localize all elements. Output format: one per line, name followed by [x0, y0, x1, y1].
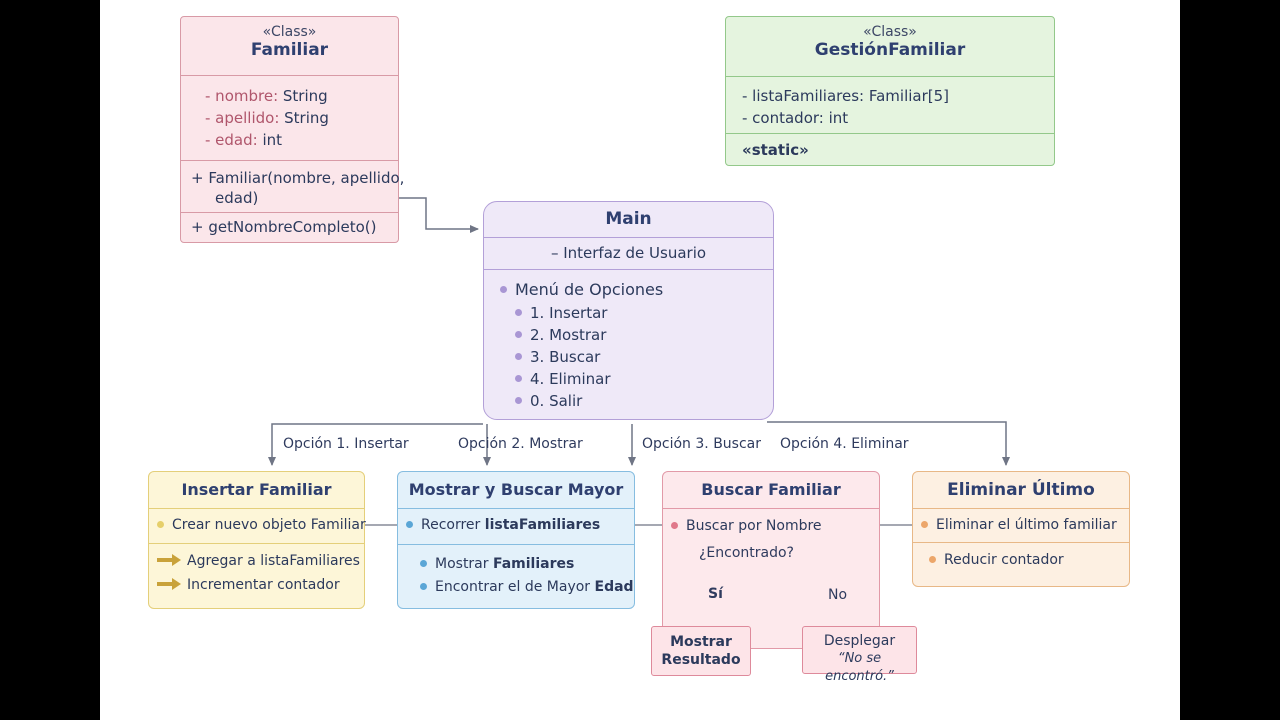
familiar-constructor: + Familiar(nombre, apellido, [191, 169, 405, 187]
mostrar-resultado-box: Mostrar Resultado [651, 626, 751, 676]
insertar-step-crear: Crear nuevo objeto Familiar [157, 514, 366, 536]
decision-no-label: No [828, 587, 848, 603]
menu-item-eliminar: 4. Eliminar [500, 368, 773, 390]
gestion-static-modifier: «static» [742, 141, 809, 159]
main-menu-title: Menú de Opciones [500, 278, 773, 302]
familiar-class: «Class» Familiar - nombre: String - apel… [180, 16, 405, 243]
buscar-step-nombre: Buscar por Nombre [663, 509, 879, 537]
arrow-right-icon [157, 554, 181, 566]
gestion-stereotype: «Class» [863, 24, 917, 40]
familiar-constructor-cont: edad) [215, 189, 259, 207]
main-title: Main [605, 209, 652, 229]
gestion-title: GestiónFamiliar [814, 40, 966, 60]
mostrar-buscar-mayor-box: Mostrar y Buscar Mayor Recorrer listaFam… [397, 471, 635, 609]
eliminar-step-ultimo: Eliminar el último familiar [921, 514, 1129, 536]
option-label-mostrar: Opción 2. Mostrar [458, 436, 583, 452]
decision-question: ¿Encontrado? [699, 545, 794, 561]
mostrar-resultado-line1: Mostrar [670, 634, 732, 650]
no-encontrado-line1: Desplegar [823, 633, 896, 649]
menu-item-salir: 0. Salir [500, 390, 773, 412]
main-subtitle: – Interfaz de Usuario [550, 244, 707, 262]
eliminar-ultimo-box: Eliminar Último Eliminar el último famil… [912, 471, 1130, 587]
insertar-step-incrementar: Incrementar contador [157, 573, 364, 597]
insertar-step-agregar: Agregar a listaFamiliares [157, 549, 364, 573]
eliminar-title: Eliminar Último [947, 480, 1095, 500]
buscar-title: Buscar Familiar [663, 472, 879, 509]
menu-item-buscar: 3. Buscar [500, 346, 773, 368]
gestion-attr-contador: - contador: int [742, 109, 849, 127]
familiar-attr-edad: - edad: int [205, 131, 283, 149]
main-class: Main – Interfaz de Usuario Menú de Opcio… [483, 201, 774, 420]
decision-yes-label: Sí [708, 586, 723, 602]
no-encontrado-box: Desplegar “No se encontró.” [802, 626, 917, 684]
menu-item-insertar: 1. Insertar [500, 302, 773, 324]
mostrar-step-recorrer: Recorrer listaFamiliares [406, 514, 634, 536]
gestion-familiar-class: «Class» GestiónFamiliar - listaFamiliare… [725, 16, 1055, 166]
gestion-attr-lista: - listaFamiliares: Familiar[5] [742, 87, 950, 105]
familiar-stereotype: «Class» [262, 24, 317, 40]
no-encontrado-line2: “No se encontró.” [825, 651, 894, 684]
familiar-title: Familiar [250, 40, 329, 60]
arrow-right-icon [157, 578, 181, 590]
familiar-method: + getNombreCompleto() [191, 218, 377, 236]
eliminar-step-contador: Reducir contador [929, 549, 1129, 571]
option-label-insertar: Opción 1. Insertar [283, 436, 409, 452]
insertar-title: Insertar Familiar [181, 480, 332, 499]
familiar-attr-apellido: - apellido: String [205, 109, 329, 127]
mostrar-title: Mostrar y Buscar Mayor [408, 480, 624, 499]
familiar-attr-nombre: - nombre: String [205, 87, 328, 105]
mostrar-resultado-line2: Resultado [661, 652, 741, 668]
menu-item-mostrar: 2. Mostrar [500, 324, 773, 346]
buscar-familiar-box: Buscar Familiar Buscar por Nombre [662, 471, 880, 649]
mostrar-step-familiares: Mostrar Familiares [420, 553, 634, 576]
option-label-buscar: Opción 3. Buscar [642, 436, 761, 452]
insertar-familiar-box: Insertar Familiar Crear nuevo objeto Fam… [148, 471, 366, 609]
mostrar-step-mayor-edad: Encontrar el de Mayor Edad [420, 576, 634, 599]
option-label-eliminar: Opción 4. Eliminar [780, 436, 909, 452]
